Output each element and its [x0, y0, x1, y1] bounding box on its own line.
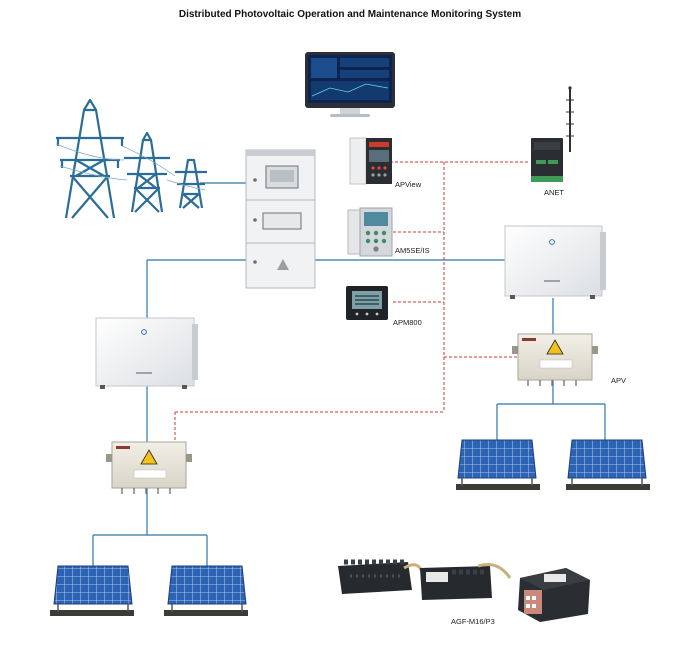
apm800-label: APM800	[393, 318, 422, 327]
apv-label: APV	[611, 376, 627, 385]
comm-wiring	[174, 161, 530, 447]
monitor-icon	[305, 52, 395, 117]
apview-label: APView	[395, 180, 422, 189]
apv-combiner-box	[512, 333, 598, 386]
anet-label: ANET	[544, 188, 565, 197]
left-combiner-box	[106, 441, 192, 494]
apview-device	[349, 137, 392, 185]
solar-panel	[50, 565, 134, 616]
ac-wiring	[92, 182, 606, 566]
left-inverter	[95, 317, 198, 389]
high-voltage-warning-icon	[140, 449, 158, 465]
transmission-tower-icon	[56, 98, 207, 219]
am5se-device	[347, 207, 393, 257]
high-voltage-warning-icon	[546, 339, 564, 355]
power-lines	[55, 143, 206, 191]
anet-gateway	[531, 86, 574, 182]
solar-panel	[164, 565, 248, 616]
agf-m16-p3-modules	[338, 559, 590, 622]
solar-panel	[456, 439, 540, 490]
am5se-label: AM5SE/IS	[395, 246, 430, 255]
solar-panel	[566, 439, 650, 490]
diagram-title: Distributed Photovoltaic Operation and M…	[178, 9, 522, 20]
right-inverter	[504, 225, 606, 299]
agf-label: AGF-M16/P3	[451, 617, 495, 626]
apm800-meter	[346, 286, 388, 320]
switchgear-cabinet	[245, 149, 316, 289]
